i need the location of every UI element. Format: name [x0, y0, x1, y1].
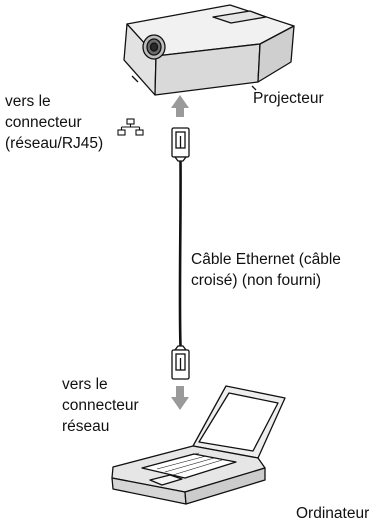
computer-connector-label: vers le connecteur réseau: [62, 376, 139, 435]
projector-label: Projecteur: [253, 90, 324, 107]
projector-connector-label: vers le connecteur (réseau/RJ45): [5, 93, 104, 152]
laptop-illustration: [111, 385, 286, 505]
projector-illustration: [123, 4, 295, 96]
ethernet-cable: [178, 160, 182, 347]
computer-label: Ordinateur: [296, 505, 370, 522]
down-arrow-icon: [171, 386, 189, 410]
cable-label: Câble Ethernet (câble croisé) (non fourn…: [191, 251, 341, 289]
bottom-rj45-plug-icon: [171, 345, 190, 380]
up-arrow-icon: [171, 95, 189, 117]
top-rj45-plug-icon: [171, 127, 190, 162]
network-port-icon: [117, 118, 144, 136]
